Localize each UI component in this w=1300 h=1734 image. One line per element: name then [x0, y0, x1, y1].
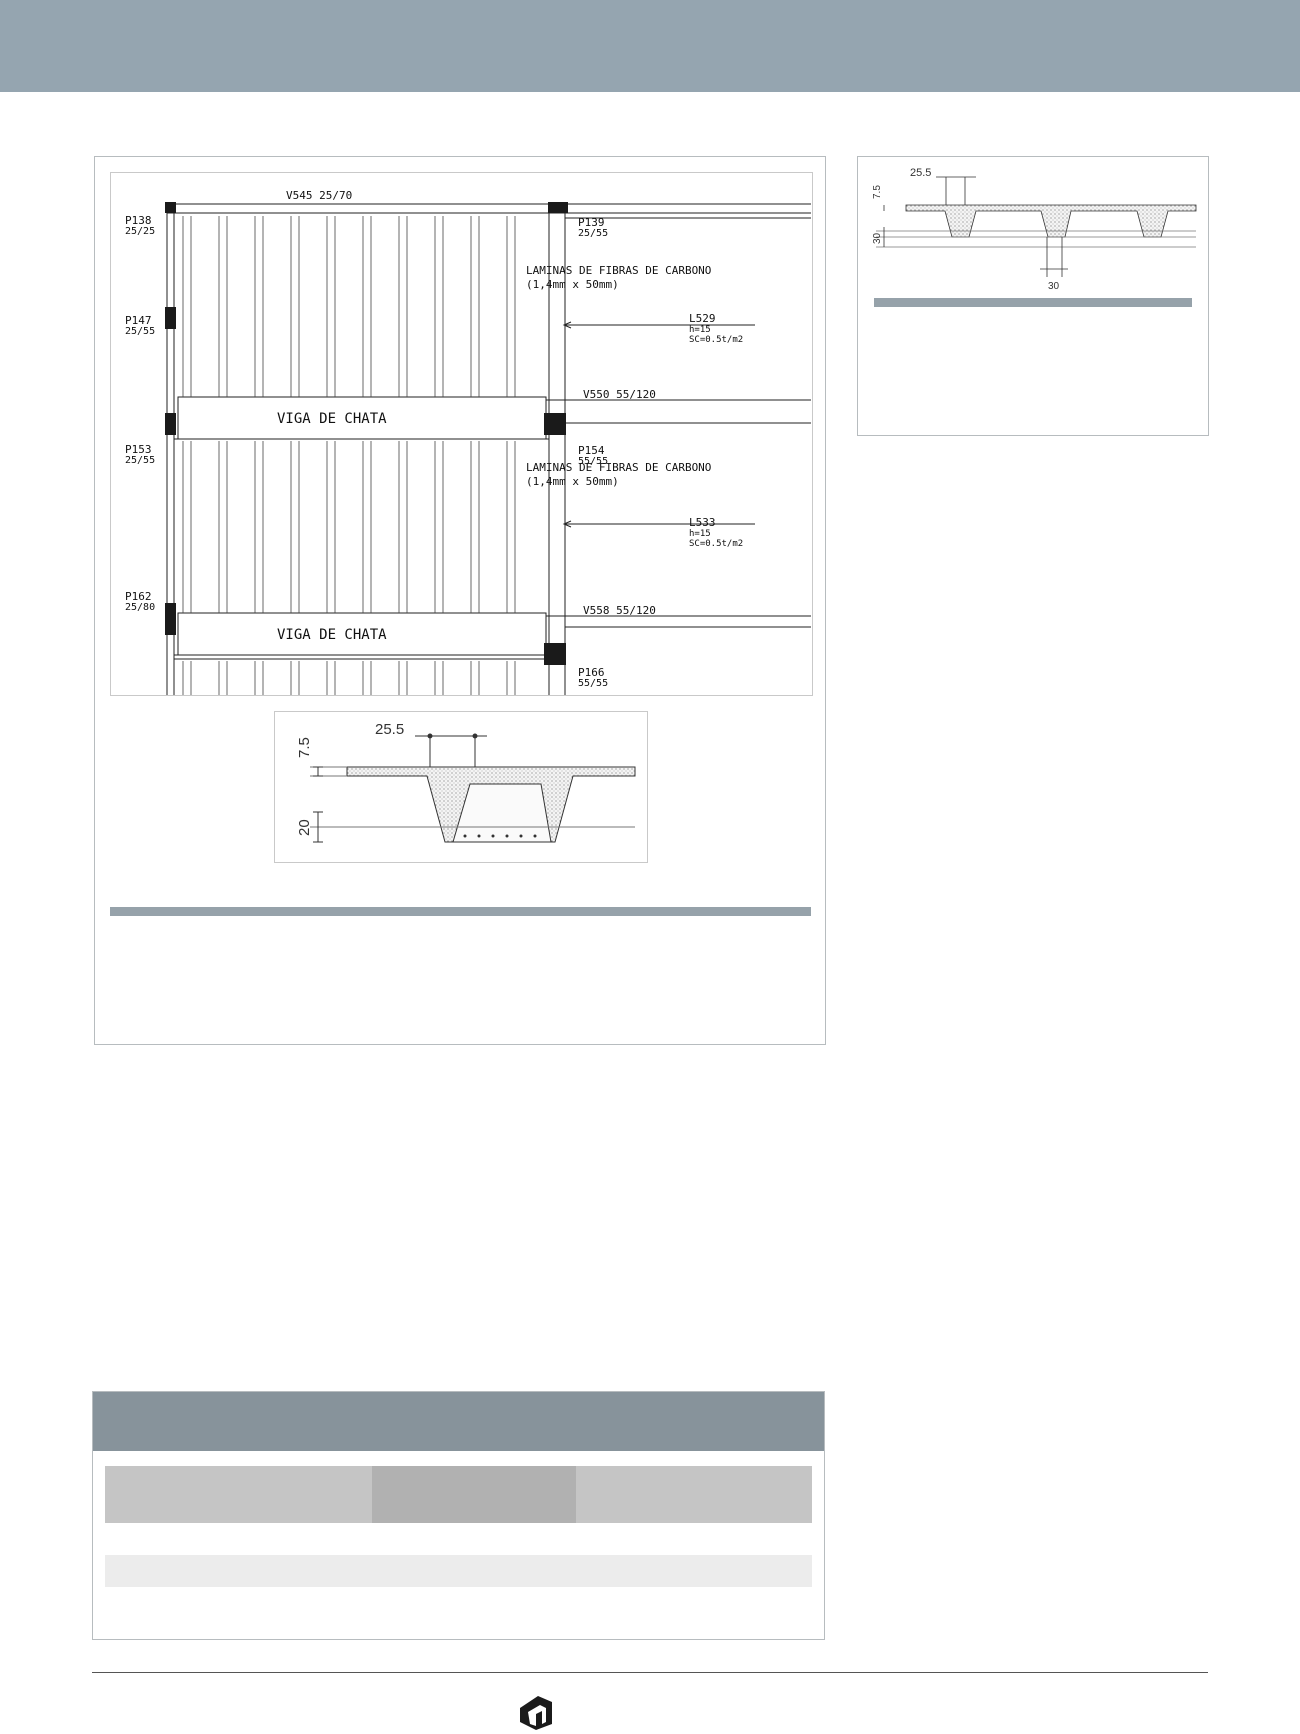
column-label-p138: P138: [125, 214, 152, 227]
figure-panel-main: V545 25/70 P138 25/25 P139 25/55 LAMINAS…: [94, 156, 826, 1045]
column-label-p166: P166: [578, 666, 605, 679]
column-size-p147: 25/55: [125, 326, 155, 337]
column-size-p153: 25/55: [125, 455, 155, 466]
column-label-p154: P154: [578, 444, 605, 457]
table-header-cell-3: [576, 1466, 812, 1523]
floor-plan-drawing: V545 25/70 P138 25/25 P139 25/55 LAMINAS…: [110, 172, 813, 696]
laminas-label-1-line2: (1,4mm x 50mm): [526, 278, 619, 291]
slab-sc-l529: SC=0.5t/m2: [689, 335, 743, 345]
dim-flange-small: 7.5: [872, 185, 883, 199]
slab-h-l533: h=15: [689, 529, 711, 539]
joist-section-small: 25.5 7.5 30 30: [872, 167, 1197, 292]
header-bar: [0, 0, 1300, 92]
column-size-p166: 55/55: [578, 678, 608, 689]
dim-width-small: 25.5: [910, 167, 931, 179]
column-label-p147: P147: [125, 314, 152, 327]
dim-bottom-small: 30: [1048, 281, 1060, 292]
table-row-striped: [105, 1555, 812, 1587]
column-size-p139: 25/55: [578, 228, 608, 239]
laminas-label-2-line1: LAMINAS DE FIBRAS DE CARBONO: [526, 461, 711, 474]
laminas-label-2-line2: (1,4mm x 50mm): [526, 475, 619, 488]
figure-panel-side: 25.5 7.5 30 30: [857, 156, 1209, 436]
beam-label-v550: V550 55/120: [583, 388, 656, 401]
slab-label-l529: L529: [689, 312, 716, 325]
viga-chata-label-1: VIGA DE CHATA: [277, 411, 387, 427]
column-blocks: [165, 202, 568, 665]
table-header-bar: [93, 1392, 824, 1451]
caption-bar-main: [110, 907, 811, 916]
caption-bar-side: [874, 298, 1192, 307]
table-header-cell-2: [372, 1466, 576, 1523]
column-size-p162: 25/80: [125, 602, 155, 613]
dim-depth-small: 30: [872, 232, 883, 244]
dim-depth-large: 20: [296, 819, 313, 836]
column-size-p138: 25/25: [125, 226, 155, 237]
column-label-p139: P139: [578, 216, 605, 229]
joist-section-large: 25.5 7.5 20: [274, 711, 648, 863]
footer-rule: [92, 1672, 1208, 1673]
publisher-logo-icon: [520, 1696, 552, 1730]
laminas-label-1-line1: LAMINAS DE FIBRAS DE CARBONO: [526, 264, 711, 277]
data-table: [92, 1391, 825, 1640]
column-label-p153: P153: [125, 443, 152, 456]
column-size-p154: 55/55: [578, 456, 608, 467]
slab-sc-l533: SC=0.5t/m2: [689, 539, 743, 549]
viga-chata-label-2: VIGA DE CHATA: [277, 627, 387, 643]
slab-label-l533: L533: [689, 516, 716, 529]
column-label-p162: P162: [125, 590, 152, 603]
table-header-cell-1: [105, 1466, 372, 1523]
dim-width-large: 25.5: [375, 721, 404, 738]
dim-flange-large: 7.5: [296, 737, 313, 758]
slab-h-l529: h=15: [689, 325, 711, 335]
beam-label-v558: V558 55/120: [583, 604, 656, 617]
beam-label-v545: V545 25/70: [286, 189, 352, 202]
